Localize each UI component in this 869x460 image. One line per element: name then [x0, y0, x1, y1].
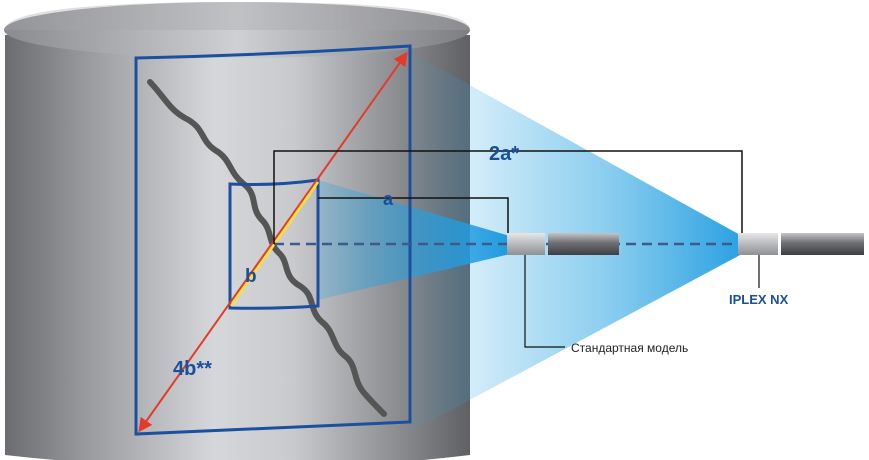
label-b: b [245, 266, 257, 287]
label-standard-model: Стандартная модель [571, 341, 688, 355]
iplex-probe [738, 233, 864, 255]
dimension-a-line [318, 197, 509, 234]
standard-probe [507, 233, 619, 255]
label-2a: 2a* [489, 143, 519, 165]
standard-leader [524, 255, 565, 348]
label-4b: 4b** [173, 358, 212, 380]
red-diagonal-4b [138, 51, 408, 433]
label-a: a [383, 189, 394, 209]
label-iplex-nx: IPLEX NX [729, 292, 789, 307]
dimension-2a-line [273, 150, 743, 244]
